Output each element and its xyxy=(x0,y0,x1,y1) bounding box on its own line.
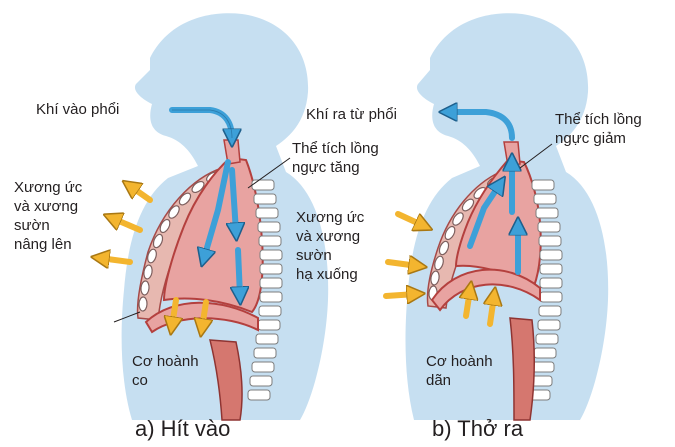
inhale-panel xyxy=(100,13,329,421)
movement-arrow-icon xyxy=(466,290,470,319)
movement-arrow-icon xyxy=(112,218,143,233)
movement-arrow-icon xyxy=(130,186,153,203)
diaphragm-contract-label: Cơ hoành co xyxy=(132,353,199,389)
movement-arrow-icon xyxy=(202,299,206,328)
leader-lines-a xyxy=(113,157,291,323)
ribs-raise-label: Xương ức và xương sườn nâng lên xyxy=(14,179,83,253)
volume-increase-label: Thể tích lồng ngực tăng xyxy=(292,140,379,176)
movement-arrows-b xyxy=(383,211,494,327)
flow-arrows-b xyxy=(448,112,518,275)
leader-lines-b xyxy=(519,143,553,169)
flow-arrow-icon xyxy=(204,159,231,258)
flow-arrow-icon xyxy=(232,167,236,232)
air-out-label: Khí ra từ phổi xyxy=(306,106,397,123)
exhale-panel xyxy=(383,13,609,421)
flow-arrow-icon xyxy=(238,247,240,296)
abdomen-muscle-a xyxy=(209,339,243,421)
movement-arrow-icon xyxy=(383,294,416,296)
movement-arrows-a xyxy=(100,186,206,328)
flow-arrow-icon xyxy=(448,112,515,141)
abdomen-muscle-b xyxy=(509,317,535,421)
flow-arrow-icon xyxy=(467,184,500,249)
spine-a xyxy=(247,179,283,401)
movement-arrow-icon xyxy=(100,258,133,262)
movement-arrow-icon xyxy=(395,211,424,226)
exhale-caption: b) Thở ra xyxy=(432,416,524,441)
movement-arrow-icon xyxy=(385,262,418,266)
spine-b xyxy=(527,179,563,401)
movement-arrow-icon xyxy=(490,296,494,327)
diaphragm-relax-label: Cơ hoành dãn xyxy=(426,353,493,389)
ribs-lower-label: Xương ức và xương sườn hạ xuống xyxy=(296,209,365,283)
inhale-caption: a) Hít vào xyxy=(135,416,231,441)
volume-decrease-label: Thể tích lồng ngực giảm xyxy=(555,111,642,147)
air-in-label: Khí vào phổi xyxy=(36,101,120,118)
movement-arrow-icon xyxy=(172,297,176,326)
